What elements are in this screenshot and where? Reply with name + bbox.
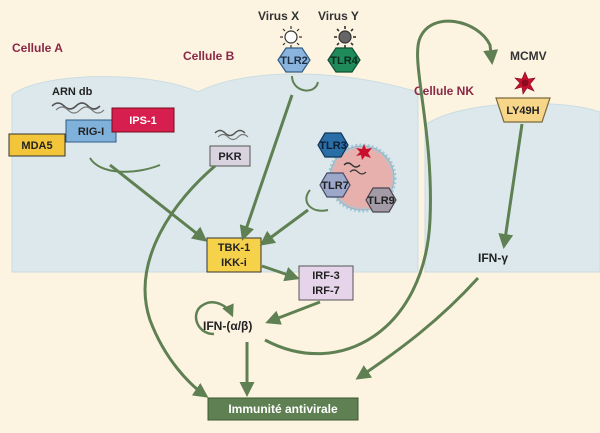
arrow-tlr7-curl — [305, 189, 329, 212]
ly49h-label: LY49H — [506, 105, 539, 117]
tlr9-receptor: TLR9 — [365, 187, 397, 213]
cell-a-label: Cellule A — [12, 41, 63, 55]
pkr-squiggle-icon — [214, 129, 246, 137]
tlr9-label: TLR9 — [367, 195, 395, 207]
arrow-pkr-to-immunite — [143, 164, 216, 398]
irf-box: IRF-3 IRF-7 — [298, 265, 354, 301]
ifn-g-label: IFN-γ — [478, 251, 508, 265]
arrow-ifn-to-nk — [264, 19, 499, 356]
arrow-rigi-tbk-line — [109, 163, 208, 242]
tlr7-label: TLR7 — [321, 180, 349, 192]
endosome-rna-squiggle-icon — [343, 162, 361, 168]
ips1-box: IPS-1 — [111, 107, 175, 133]
ifn-ab-label: IFN-(α/β) — [203, 319, 252, 333]
cell-b-label: Cellule B — [183, 49, 235, 63]
arrow-irf-to-ifn — [265, 300, 321, 325]
endosome-rna-squiggle-2-icon — [349, 169, 367, 175]
ly49h-receptor: LY49H — [495, 97, 551, 123]
rig1-label: RIG-I — [78, 126, 104, 138]
arrow-tlr-surface-curl — [291, 75, 319, 92]
arrow-ifn-autocrine-loop — [194, 301, 234, 336]
virus-x-icon — [280, 26, 302, 48]
irf3-label: IRF-3 — [312, 270, 340, 282]
arn-db-squiggle-2-icon — [55, 106, 105, 114]
tlr4-label: TLR4 — [330, 55, 358, 67]
mda5-label: MDA5 — [21, 140, 52, 152]
mda5-box: MDA5 — [8, 133, 66, 157]
tlr2-receptor: TLR2 — [277, 47, 311, 73]
tbk1-ikki-box: TBK-1 IKK-i — [206, 237, 262, 273]
tbk1-label: TBK-1 — [218, 242, 250, 254]
mcmv-virus-icon — [514, 71, 536, 95]
immunite-box: Immunité antivirale — [207, 397, 359, 421]
pkr-squiggle-2-icon — [217, 133, 249, 141]
arrow-ifng-to-immunite — [355, 276, 480, 380]
pkr-box: PKR — [209, 145, 251, 167]
tlr7-receptor: TLR7 — [319, 172, 351, 198]
immunite-label: Immunité antivirale — [228, 402, 338, 416]
pkr-label: PKR — [218, 151, 241, 163]
virus-y-label: Virus Y — [318, 9, 359, 23]
pathway-arrows — [89, 19, 524, 398]
rig1-box: RIG-I — [65, 119, 117, 143]
ips1-label: IPS-1 — [129, 115, 157, 127]
arrow-ly49h-to-ifng — [498, 123, 524, 249]
endosome-virus-icon — [356, 144, 372, 160]
cell-nk-label: Cellule NK — [414, 84, 474, 98]
ikki-label: IKK-i — [221, 257, 247, 269]
irf7-label: IRF-7 — [312, 285, 340, 297]
tlr3-label: TLR3 — [319, 140, 347, 152]
arrow-tlr-surface-to-tbk — [239, 94, 294, 241]
arrow-tlr7-to-tbk — [259, 208, 309, 246]
tlr4-receptor: TLR4 — [327, 47, 361, 73]
virus-y-icon — [334, 26, 356, 48]
tlr3-receptor: TLR3 — [317, 132, 349, 158]
arn-db-label: ARN db — [52, 86, 93, 98]
arrow-tbk-to-irf — [261, 264, 300, 282]
arn-db-squiggle-icon — [51, 102, 101, 110]
virus-x-label: Virus X — [258, 9, 299, 23]
mcmv-label: MCMV — [510, 49, 547, 63]
tlr2-label: TLR2 — [280, 55, 308, 67]
